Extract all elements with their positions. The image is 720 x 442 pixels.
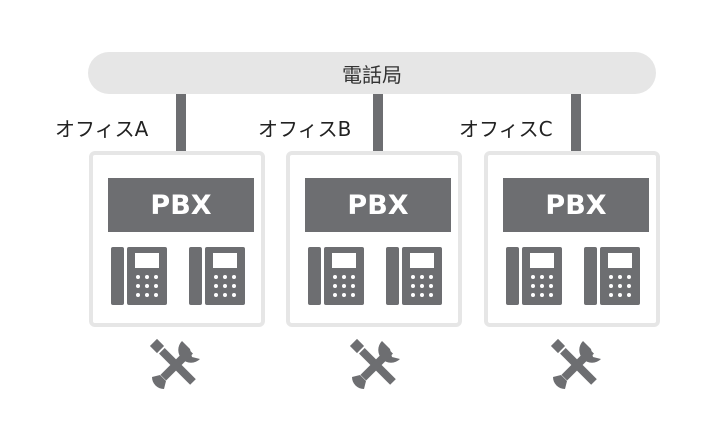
office-b-label: オフィスB [258,117,352,141]
office-c-label: オフィスC [459,117,553,141]
office-b-box: PBX [286,151,462,327]
wrench-screwdriver-icon [549,337,605,393]
office-c-pbx-label: PBX [545,189,607,221]
desk-phone-icon [506,247,566,309]
office-a-pbx-label: PBX [150,189,212,221]
office-c-pbx: PBX [503,178,649,232]
wrench-screwdriver-icon [348,337,404,393]
office-a-connection-line [176,94,186,178]
wrench-screwdriver-icon [148,337,204,393]
telephone-exchange-label: 電話局 [342,62,402,87]
office-b-connection-line [373,94,383,178]
office-b-pbx-label: PBX [347,189,409,221]
office-b-pbx: PBX [305,178,451,232]
office-c-box: PBX [484,151,660,327]
desk-phone-icon [308,247,368,309]
desk-phone-icon [189,247,249,309]
office-a-label: オフィスA [55,117,149,141]
desk-phone-icon [111,247,171,309]
desk-phone-icon [386,247,446,309]
office-a-box: PBX [89,151,265,327]
office-c-connection-line [571,94,581,178]
desk-phone-icon [584,247,644,309]
telephone-exchange: 電話局 [88,52,656,94]
office-a-pbx: PBX [108,178,254,232]
